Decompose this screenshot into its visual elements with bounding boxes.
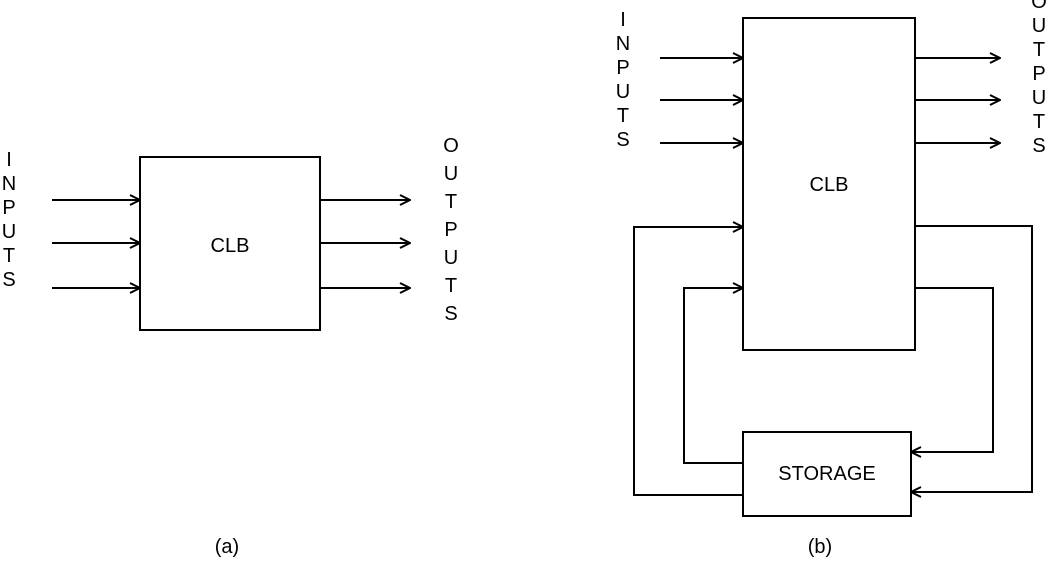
feedback-outer-to-clb bbox=[633, 227, 743, 496]
clb-label-b: CLB bbox=[810, 174, 849, 196]
feedback-inner-to-storage bbox=[911, 287, 994, 452]
feedback-inner-to-clb bbox=[683, 288, 743, 464]
storage-label: STORAGE bbox=[778, 463, 875, 485]
clb-block-b bbox=[742, 17, 916, 351]
caption-a: (a) bbox=[215, 536, 239, 558]
feedback-outer-to-storage bbox=[911, 225, 1033, 492]
clb-block-a bbox=[139, 156, 321, 331]
caption-b: (b) bbox=[808, 536, 832, 558]
storage-block bbox=[742, 431, 912, 517]
clb-label-a: CLB bbox=[211, 235, 250, 257]
